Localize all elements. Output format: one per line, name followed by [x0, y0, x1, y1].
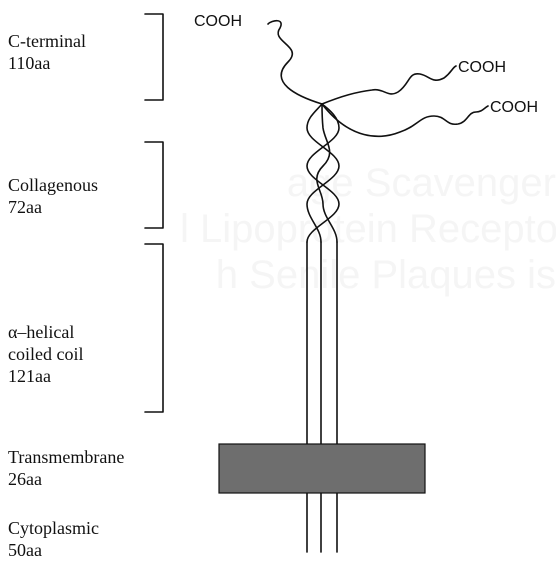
region-name: Cytoplasmic: [8, 517, 99, 539]
region-length: 26aa: [8, 468, 124, 490]
collagenous-label: Collagenous 72aa: [8, 174, 98, 218]
collagen-strand: [317, 104, 337, 242]
region-name: Collagenous: [8, 174, 98, 196]
c-terminal-bracket: [145, 14, 163, 100]
cytoplasmic-label: Cytoplasmic 50aa: [8, 517, 99, 561]
region-name-line-2: coiled coil: [8, 343, 83, 365]
region-length: 121aa: [8, 365, 83, 387]
alpha-helical-label: α–helical coiled coil 121aa: [8, 321, 83, 387]
c-terminal-strand-2: [322, 66, 456, 104]
region-name: C-terminal: [8, 30, 86, 52]
region-name: α–helical: [8, 321, 83, 343]
c-terminal-strand-1: [268, 21, 322, 104]
transmembrane-block: [219, 444, 425, 493]
cooh-label-right-upper: COOH: [458, 59, 506, 76]
collagenous-bracket: [145, 142, 163, 228]
cooh-label-right-lower: COOH: [490, 99, 538, 116]
cooh-label-left: COOH: [194, 13, 242, 30]
region-length: 110aa: [8, 52, 86, 74]
region-length: 72aa: [8, 196, 98, 218]
region-name: Transmembrane: [8, 446, 124, 468]
region-length: 50aa: [8, 539, 99, 561]
transmembrane-label: Transmembrane 26aa: [8, 446, 124, 490]
c-terminal-label: C-terminal 110aa: [8, 30, 86, 74]
alpha-helical-bracket: [145, 244, 163, 412]
c-terminal-strand-3: [322, 104, 488, 136]
